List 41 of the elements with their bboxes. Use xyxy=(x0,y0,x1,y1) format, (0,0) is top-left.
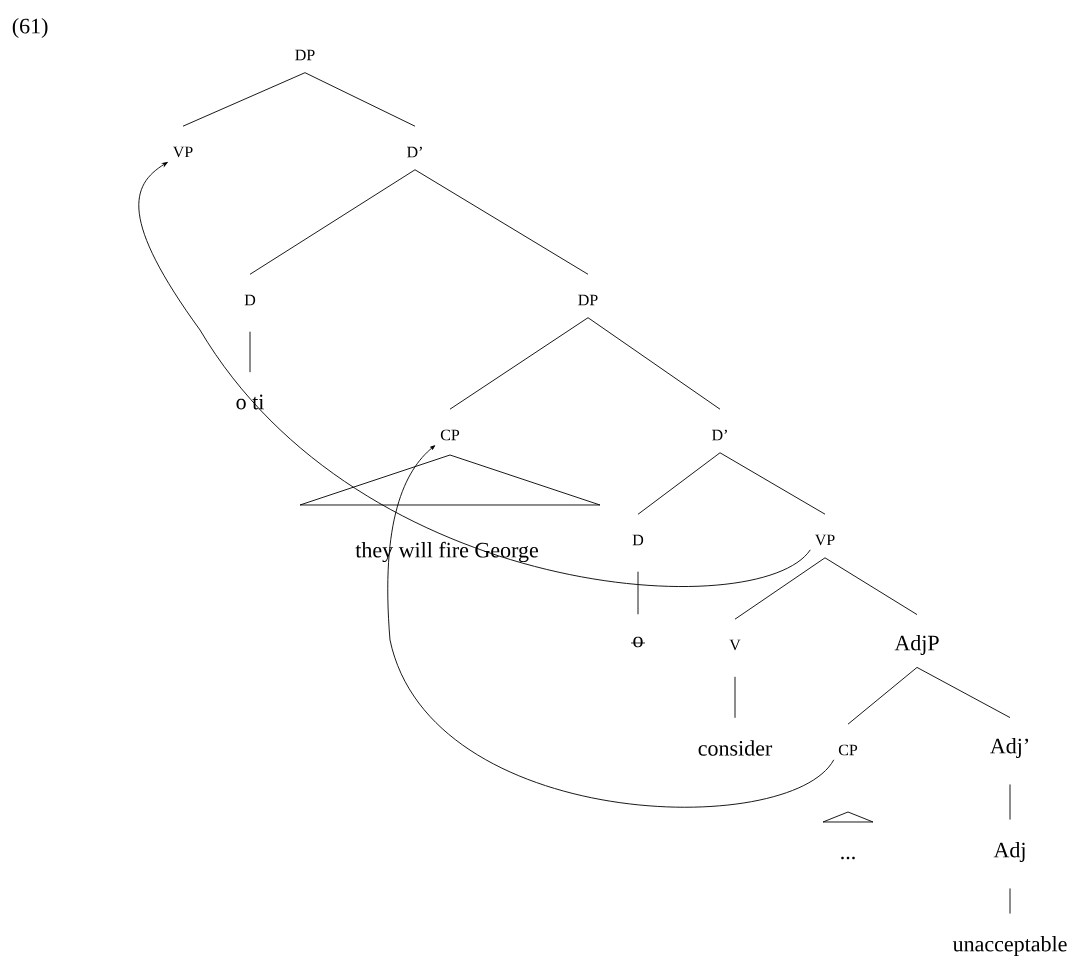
word-label: Adj’ xyxy=(990,738,1029,758)
category-label: CP xyxy=(838,744,858,756)
struck-word: o xyxy=(630,636,646,648)
branch-line xyxy=(824,557,918,616)
branch-line xyxy=(916,666,1011,719)
word-label: Adj xyxy=(993,842,1025,862)
example-number: (61) xyxy=(12,18,48,38)
word-label: AdjP xyxy=(894,635,939,655)
category-label: D xyxy=(632,534,644,546)
movement-arrow xyxy=(138,162,811,587)
category-label: VP xyxy=(172,146,193,158)
word-label: consider xyxy=(698,740,773,756)
branch-line xyxy=(249,331,251,373)
category-label: DP xyxy=(295,49,315,61)
triangle-roof xyxy=(299,454,601,506)
branch-line xyxy=(1009,783,1011,821)
branch-line xyxy=(637,452,721,515)
word-label: o ti xyxy=(236,394,264,410)
branch-line xyxy=(719,452,826,515)
movement-arrow xyxy=(387,445,835,808)
branch-line xyxy=(249,169,416,275)
branch-line xyxy=(1009,887,1011,915)
word-label: unacceptable xyxy=(952,936,1067,956)
category-label: DP xyxy=(578,294,598,306)
branch-line xyxy=(182,72,306,127)
branch-line xyxy=(449,317,589,410)
category-label: D’ xyxy=(712,429,727,441)
category-label: D’ xyxy=(407,146,422,158)
word-label: ... xyxy=(841,856,855,860)
branch-line xyxy=(734,676,736,719)
branch-line xyxy=(734,557,826,620)
branch-line xyxy=(637,571,639,615)
branch-line xyxy=(414,169,589,275)
category-label: CP xyxy=(440,429,460,441)
category-label: D xyxy=(244,294,256,306)
triangle-roof xyxy=(822,811,874,823)
category-label: V xyxy=(729,639,741,651)
branch-line xyxy=(587,317,721,410)
category-label: VP xyxy=(814,534,835,546)
branch-line xyxy=(304,72,416,127)
branch-line xyxy=(847,666,918,725)
